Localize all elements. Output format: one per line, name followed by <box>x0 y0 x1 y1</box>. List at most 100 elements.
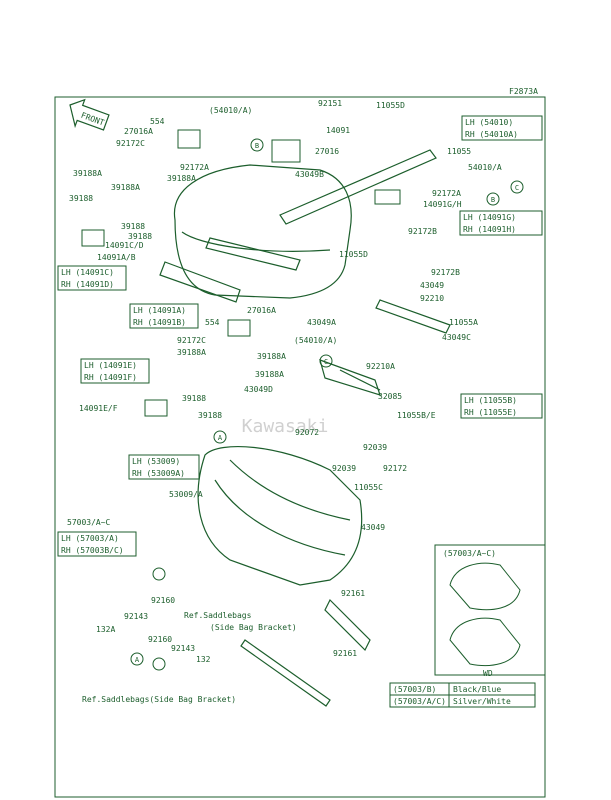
side-box-lh: LH (14091G) <box>463 213 516 222</box>
part-label: 11055D <box>339 250 368 259</box>
part-label: 43049 <box>361 523 385 532</box>
part-label: 43049A <box>307 318 336 327</box>
part-label: 92160 <box>148 635 172 644</box>
callout-letter: C <box>515 184 519 192</box>
support-rails <box>159 149 451 707</box>
part-label: 92161 <box>333 649 357 658</box>
color-name: Silver/White <box>453 697 511 706</box>
reference-line: (Side Bag Bracket) <box>210 623 297 632</box>
part-label: 92143 <box>124 612 148 621</box>
part-label: 92072 <box>295 428 319 437</box>
part-label: 92172B <box>431 268 460 277</box>
part-label: 39188 <box>69 194 93 203</box>
inset-title: (57003/A~C) <box>443 549 496 558</box>
part-label: 39188A <box>111 183 140 192</box>
part-label: 14091G/H <box>423 200 462 209</box>
inset-variant: WD <box>483 669 493 678</box>
side-box-lh: LH (57003/A) <box>61 534 119 543</box>
front-label: FRONT <box>80 111 106 128</box>
part-label: 92151 <box>318 99 342 108</box>
part-labels: 554 (54010/A) 92151 11055D 27016A 14091 … <box>67 99 502 664</box>
side-box-rh: RH (54010A) <box>465 130 518 139</box>
part-label: 14091E/F <box>79 404 118 413</box>
callout-markers <box>130 138 524 666</box>
part-label: 132 <box>196 655 211 664</box>
side-box-rh: RH (11055E) <box>464 408 517 417</box>
part-label: 14091 <box>326 126 350 135</box>
part-label: (54010/A) <box>294 336 337 345</box>
side-box-lh: LH (54010) <box>465 118 513 127</box>
callout-letter: C <box>324 358 328 366</box>
figure-code: F2873A <box>509 87 538 96</box>
part-label: 39188A <box>73 169 102 178</box>
part-label: 27016A <box>124 127 153 136</box>
part-label: 43049B <box>295 170 324 179</box>
callout-letter: B <box>491 196 495 204</box>
watermark-brand: Kawasaki <box>242 416 329 437</box>
callout-letter: A <box>218 434 223 442</box>
side-box-lh: LH (14091C) <box>61 268 114 277</box>
color-name: Black/Blue <box>453 685 501 694</box>
diagram-frame <box>54 96 546 798</box>
part-label: 92172B <box>408 227 437 236</box>
part-label: 11055 <box>447 147 471 156</box>
part-label: 92172A <box>432 189 461 198</box>
side-box-lh: LH (53009) <box>132 457 180 466</box>
part-label: 92172C <box>116 139 145 148</box>
part-label: 92039 <box>363 443 387 452</box>
side-box-rh: RH (14091H) <box>463 225 516 234</box>
side-box-lh: LH (14091A) <box>133 306 186 315</box>
callout-letters: B B C C A A <box>135 142 519 664</box>
side-boxes: LH (14091C) RH (14091D) LH (14091A) RH (… <box>57 115 543 557</box>
part-label: 54010/A <box>468 163 502 172</box>
front-arrow-icon: FRONT <box>69 98 110 131</box>
part-label: 39188A <box>167 174 196 183</box>
callout-letter: B <box>255 142 259 150</box>
inset-labels: (57003/A~C) WD (57003/B) Black/Blue (570… <box>389 549 536 708</box>
side-box-rh: RH (57003B/C) <box>61 546 124 555</box>
part-label: 11055B/E <box>397 411 436 420</box>
part-label: 39188 <box>182 394 206 403</box>
color-code: (57003/B) <box>393 685 436 694</box>
color-code: (57003/A/C) <box>393 697 446 706</box>
hardware-clips <box>81 129 401 671</box>
top-case-shell <box>173 164 352 299</box>
part-label: (54010/A) <box>209 106 252 115</box>
reference-line: Ref.Saddlebags <box>184 611 252 620</box>
part-label: 554 <box>205 318 220 327</box>
reference-notes: Ref.Saddlebags (Side Bag Bracket) Ref.Sa… <box>82 611 297 704</box>
part-label: 39188A <box>257 352 286 361</box>
callout-letter: A <box>135 656 140 664</box>
part-label: 92172C <box>177 336 206 345</box>
part-label: 92210 <box>420 294 444 303</box>
part-label: 92039 <box>332 464 356 473</box>
part-label: 92210A <box>366 362 395 371</box>
part-label: 57003/A~C <box>67 518 111 527</box>
part-label: 27016A <box>247 306 276 315</box>
reference-line: Ref.Saddlebags(Side Bag Bracket) <box>82 695 236 704</box>
inset-frame <box>434 544 546 676</box>
part-label: 92161 <box>341 589 365 598</box>
part-label: 92160 <box>151 596 175 605</box>
side-box-lh: LH (11055B) <box>464 396 517 405</box>
part-label: 11055A <box>449 318 478 327</box>
part-label: 554 <box>150 117 165 126</box>
part-label: 92143 <box>171 644 195 653</box>
part-label: 53009/A <box>169 490 203 499</box>
side-box-rh: RH (14091F) <box>84 373 137 382</box>
part-label: 11055D <box>376 101 405 110</box>
side-box-rh: RH (53009A) <box>132 469 185 478</box>
part-label: 32085 <box>378 392 402 401</box>
part-label: 132A <box>96 625 115 634</box>
part-label: 39188A <box>177 348 206 357</box>
part-label: 14091C/D <box>105 241 144 250</box>
saddlebag-shell <box>197 446 363 586</box>
part-label: 92172A <box>180 163 209 172</box>
part-label: 27016 <box>315 147 339 156</box>
part-label: 11055C <box>354 483 383 492</box>
part-label: 39188 <box>128 232 152 241</box>
part-label: 43049D <box>244 385 273 394</box>
part-label: 92172 <box>383 464 407 473</box>
side-box-rh: RH (14091D) <box>61 280 114 289</box>
